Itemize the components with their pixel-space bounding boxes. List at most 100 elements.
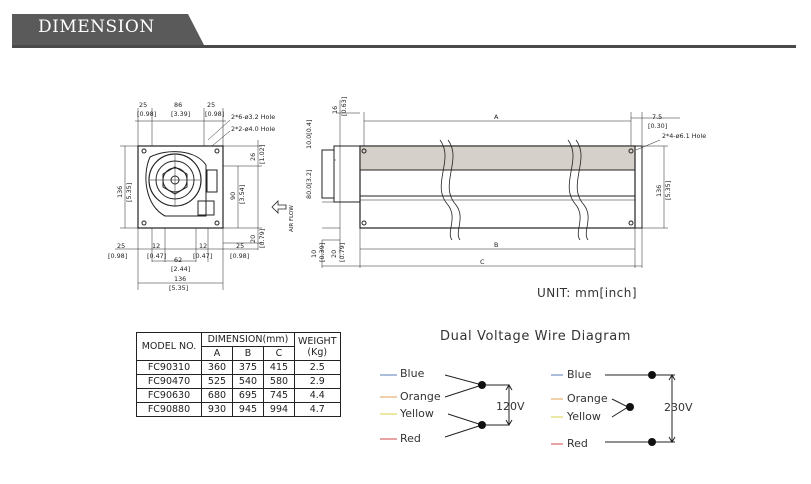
dim-label: [0.98] [205, 110, 224, 118]
weight-header: WEIGHT [298, 335, 337, 347]
table-cell: 415 [263, 360, 295, 375]
table-cell: 680 [201, 388, 233, 403]
table-cell: 525 [201, 374, 233, 389]
wire-label-yellow: Yellow [567, 410, 601, 423]
dim-label: 25 [139, 101, 147, 109]
wire-label-red: Red [567, 437, 588, 450]
table-cell: 4.7 [294, 402, 341, 417]
dim-label-c: C [480, 258, 485, 266]
spec-table: MODEL NO. DIMENSION(mm) WEIGHT (Kg) A B … [136, 332, 341, 417]
dim-label-a: A [494, 113, 499, 121]
table-cell: 994 [263, 402, 295, 417]
wire-junction-dots [478, 371, 656, 446]
dim-label: [5.35] [169, 284, 188, 292]
hole-note: 2*4-ø6.1 Hole [662, 132, 706, 140]
unit-label: UNIT: mm[inch] [537, 286, 638, 300]
wire-label-red: Red [400, 432, 421, 445]
dim-label: [0.47] [193, 252, 212, 260]
dim-label: 25 [236, 242, 244, 250]
dim-label: 20 [249, 235, 257, 243]
column-header: C [263, 346, 295, 361]
dim-label: 10.0[0.4] [305, 120, 313, 149]
dim-label: 12 [199, 242, 207, 250]
hole-note: 2*2-ø4.0 Hole [231, 125, 275, 133]
table-cell: 930 [201, 402, 233, 417]
front-view [115, 108, 287, 290]
column-header: MODEL NO. [136, 332, 202, 361]
dim-label: 136 [655, 185, 663, 197]
dim-label: 20 [330, 250, 338, 258]
table-header-row: MODEL NO. DIMENSION(mm) WEIGHT (Kg) [136, 332, 341, 361]
dim-label: 12 [152, 242, 160, 250]
wire-diagram-title: Dual Voltage Wire Diagram [440, 329, 632, 344]
wire-diagram-left-lines [380, 374, 513, 440]
table-row: FC90630 680 695 745 4.4 [136, 388, 341, 403]
dim-label: 136 [116, 186, 124, 198]
dim-label: 25 [117, 242, 125, 250]
dim-label: [3.54] [238, 185, 246, 204]
table-cell: 695 [232, 388, 264, 403]
dim-label: [0.79] [258, 229, 266, 248]
table-row: FC90470 525 540 580 2.9 [136, 374, 341, 389]
section-title: DIMENSION [38, 17, 155, 37]
table-cell: 375 [232, 360, 264, 375]
dim-label: [0.98] [230, 252, 249, 260]
dim-label: [0.30] [648, 122, 667, 130]
section-rule [12, 45, 796, 48]
dim-label: [5.35] [125, 183, 133, 202]
weight-unit: (Kg) [307, 346, 328, 358]
dim-label: 62 [174, 256, 182, 264]
dim-label: 16 [331, 106, 339, 114]
table-cell: FC90310 [136, 360, 202, 375]
side-view [321, 100, 680, 268]
wire-label-orange: Orange [567, 392, 608, 405]
table-cell: 2.5 [294, 360, 341, 375]
dim-label: [0.47] [147, 252, 166, 260]
wire-label-yellow: Yellow [400, 407, 434, 420]
wire-label-blue: Blue [567, 368, 592, 381]
dim-label: [0.98] [137, 110, 156, 118]
table-cell: 2.9 [294, 374, 341, 389]
air-flow-label: AIR FLOW [289, 205, 295, 232]
voltage-label-230: 230V [664, 401, 693, 414]
wire-label-blue: Blue [400, 367, 425, 380]
dim-label: [3.39] [171, 110, 190, 118]
dim-label: [0.39] [318, 243, 326, 262]
voltage-label-120: 120V [496, 400, 525, 413]
side-view-dim-labels: 16 [0.63] 10.0[0.4] 80.0[3.2] 10 [0.39] … [305, 97, 706, 266]
dim-label: 90 [229, 192, 237, 200]
dim-label: 136 [174, 275, 186, 283]
dim-label: 7.5 [652, 113, 662, 121]
dim-label-b: B [494, 241, 498, 249]
table-cell: FC90630 [136, 388, 202, 403]
table-cell: 360 [201, 360, 233, 375]
table-cell: FC90880 [136, 402, 202, 417]
wire-label-orange: Orange [400, 390, 441, 403]
column-header: WEIGHT (Kg) [294, 332, 341, 361]
dim-label: [0.79] [338, 243, 346, 262]
dim-label: [0.63] [340, 97, 348, 116]
hole-note: 2*6-ø3.2 Hole [231, 113, 275, 121]
dim-label: 86 [174, 101, 182, 109]
dim-label: [0.98] [108, 252, 127, 260]
front-view-dim-labels: 25 [0.98] 86 [3.39] 25 [0.98] 2*6-ø3.2 H… [108, 101, 295, 292]
column-header: B [232, 346, 264, 361]
table-cell: FC90470 [136, 374, 202, 389]
table-cell: 745 [263, 388, 295, 403]
column-header: DIMENSION(mm) [201, 332, 295, 347]
dim-label: [2.44] [171, 265, 190, 273]
dim-label: 25 [207, 101, 215, 109]
table-cell: 945 [232, 402, 264, 417]
table-row: FC90310 360 375 415 2.5 [136, 360, 341, 375]
dim-label: [5.35] [664, 181, 672, 200]
table-cell: 4.4 [294, 388, 341, 403]
table-cell: 540 [232, 374, 264, 389]
dim-label: 10 [310, 250, 318, 258]
table-cell: 580 [263, 374, 295, 389]
dim-label: [1.02] [258, 145, 266, 164]
section-header-tab [12, 14, 204, 47]
table-row: FC90880 930 945 994 4.7 [136, 402, 341, 417]
column-header: A [201, 346, 233, 361]
dim-label: 26 [249, 153, 257, 161]
